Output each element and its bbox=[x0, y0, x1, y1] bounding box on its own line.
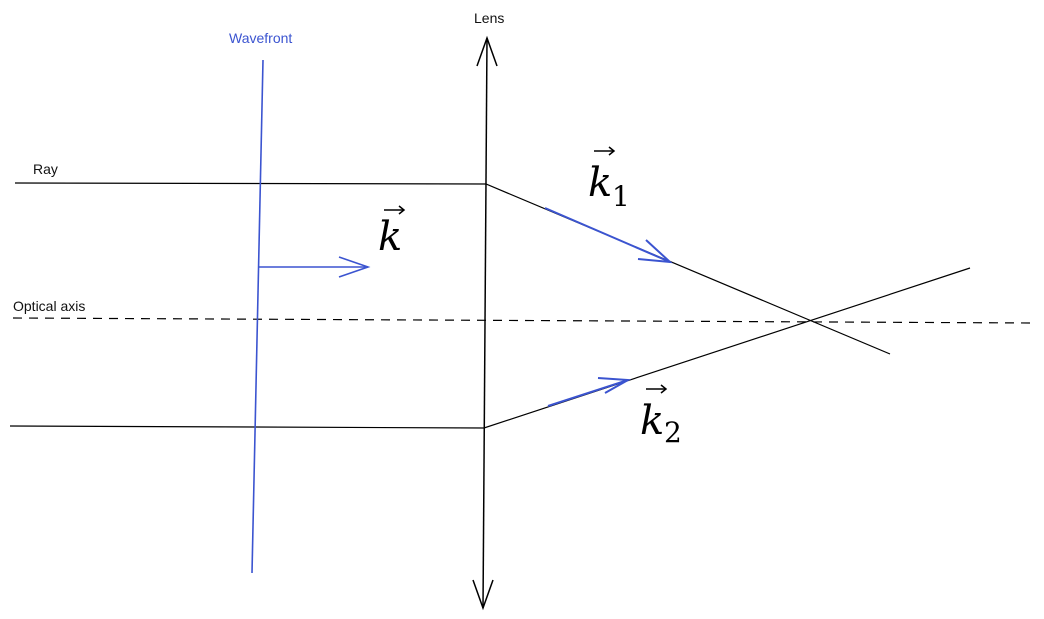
optical-axis-line bbox=[12, 317, 1036, 324]
vector-arrow-icon bbox=[646, 384, 668, 394]
k-vector-arrow bbox=[258, 256, 371, 278]
ray-label: Ray bbox=[33, 161, 58, 177]
svg-text:2: 2 bbox=[664, 416, 682, 449]
optical-axis-label: Optical axis bbox=[13, 298, 85, 314]
k1-label: k 1 bbox=[588, 146, 630, 213]
vector-arrow-icon bbox=[594, 146, 616, 156]
lens-top-arrowhead-icon bbox=[476, 35, 498, 67]
k2-vector-arrow bbox=[547, 377, 632, 407]
svg-text:k: k bbox=[378, 214, 402, 260]
k1-vector-arrow bbox=[544, 207, 673, 264]
lens-bottom-arrowhead-icon bbox=[472, 579, 494, 611]
wavefront-line bbox=[251, 59, 264, 574]
lower-ray bbox=[9, 267, 971, 429]
k-label: k bbox=[378, 205, 406, 260]
svg-text:k: k bbox=[640, 398, 664, 444]
k2-label: k 2 bbox=[640, 384, 682, 449]
vector-arrow-icon bbox=[384, 205, 406, 215]
lens-label: Lens bbox=[474, 10, 504, 26]
svg-text:1: 1 bbox=[612, 180, 630, 213]
svg-text:k: k bbox=[588, 160, 612, 206]
wavefront-label: Wavefront bbox=[229, 30, 292, 46]
lens bbox=[472, 35, 498, 611]
upper-ray bbox=[14, 182, 891, 355]
